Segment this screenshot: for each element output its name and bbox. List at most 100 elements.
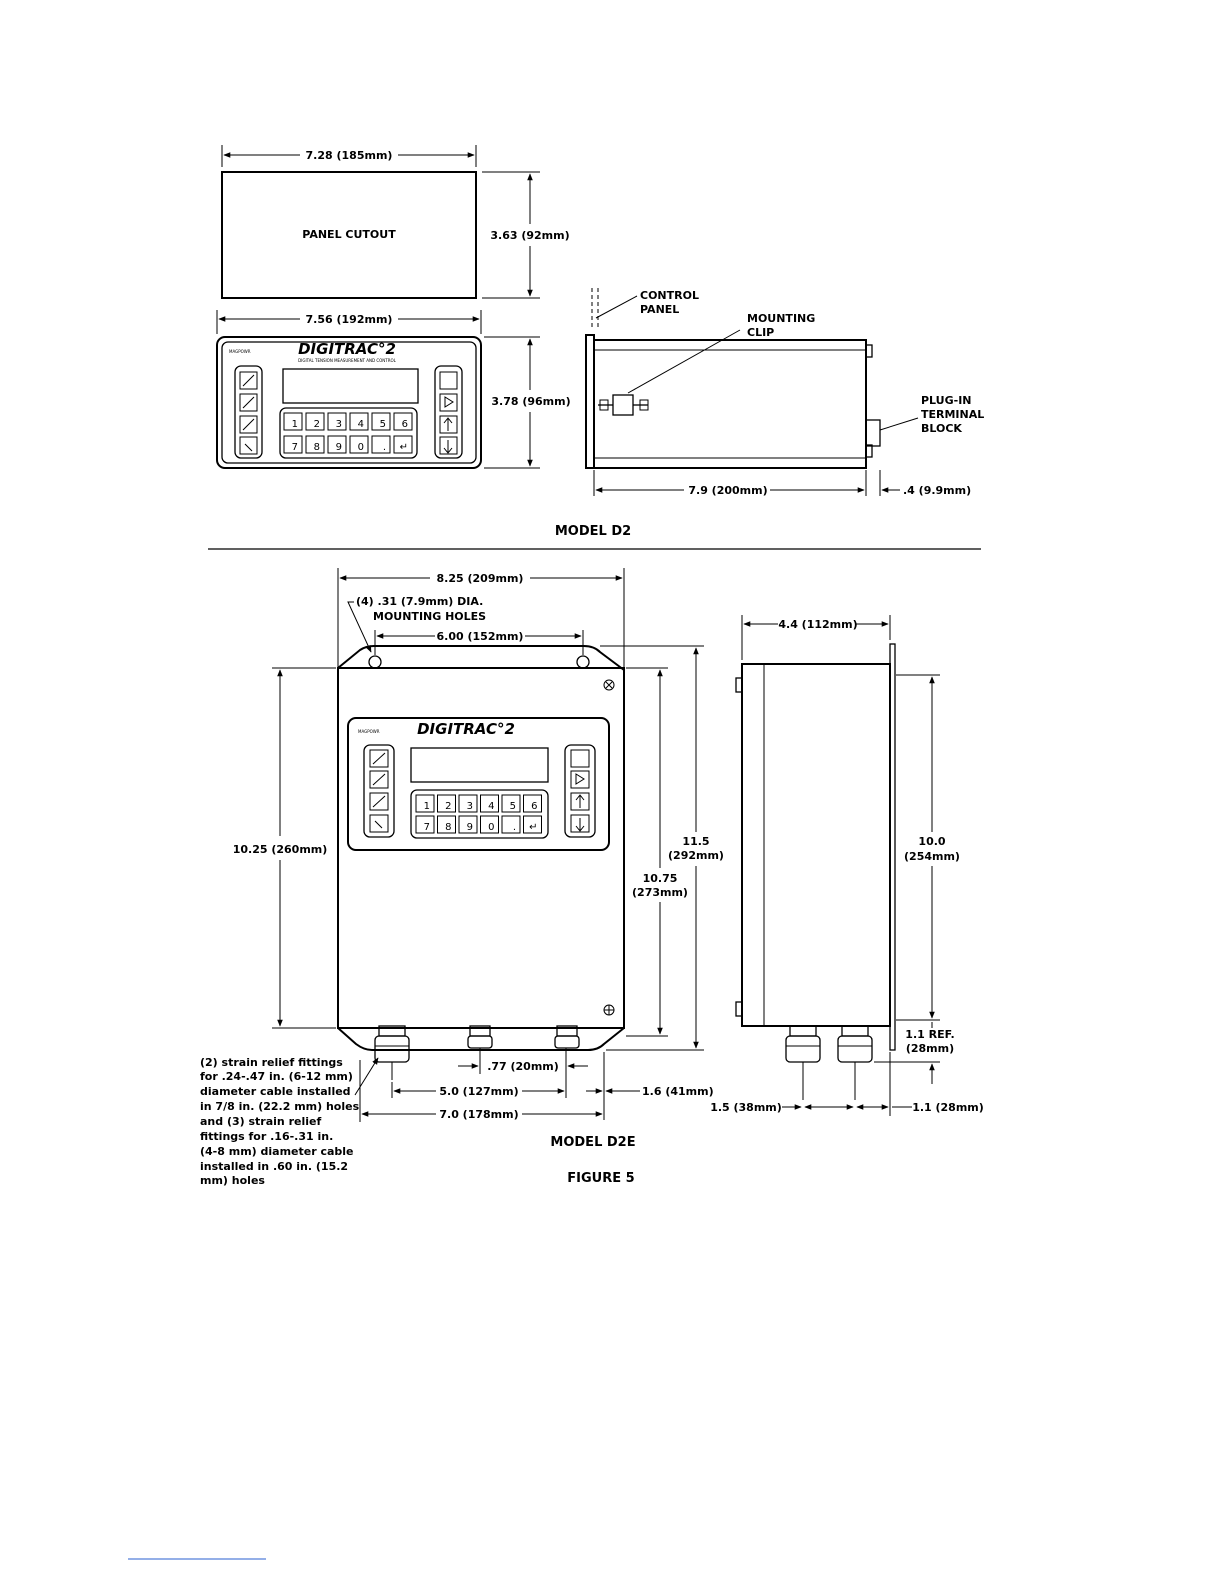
ref-dim-2: (28mm) <box>906 1042 954 1055</box>
d2-key-left-4 <box>239 436 258 455</box>
d2e-key-right-1 <box>570 749 590 768</box>
d2e-row1-key-label-6: 6 <box>531 801 537 812</box>
d2-row2-key-label-5: . <box>383 442 386 453</box>
d2e-row1-key-label-5: 5 <box>510 801 516 812</box>
d2-key-left-1 <box>239 371 258 390</box>
d2e-row1-key-3 <box>458 794 478 813</box>
mounting-clip-label-1: MOUNTING <box>747 312 815 325</box>
strain-relief-note: (2) strain relief fittings for .24-.47 i… <box>200 1056 360 1187</box>
strain-note-line-2: for .24-.47 in. (6-12 mm) <box>200 1070 353 1083</box>
d2e-row1-key-2 <box>437 794 456 813</box>
panel-cutout-width-label: 7.28 (185mm) <box>306 149 393 162</box>
fitting-3 <box>554 1025 580 1049</box>
d2e-key-right-2 <box>570 770 590 789</box>
d2-row1-key-label-5: 5 <box>380 419 386 430</box>
d2-key-right-1 <box>439 371 458 390</box>
d2-row2-key-label-6: ↵ <box>400 442 408 453</box>
panel-cutout-label: PANEL CUTOUT <box>302 228 396 241</box>
d2-row2-key-label-4: 0 <box>358 442 364 453</box>
figure-label: FIGURE 5 <box>567 1171 634 1186</box>
d2e-row2-key-label-1: 7 <box>424 822 430 833</box>
plugin-terminal <box>865 419 881 447</box>
d2-row1-key-label-4: 4 <box>358 419 364 430</box>
d2e-row1-key-5 <box>501 794 521 813</box>
d2-row1-key-5 <box>371 412 391 431</box>
d2e-enclosure-body <box>337 667 625 1029</box>
plugin-label-2: TERMINAL <box>921 408 984 421</box>
d2-row1-key-6 <box>393 412 413 431</box>
d2e-row1-key-label-3: 3 <box>467 801 473 812</box>
d2e-row2-key-4 <box>480 815 499 834</box>
side-right-dim: 1.1 (28mm) <box>912 1101 984 1114</box>
d2e-row2-key-label-3: 9 <box>467 822 473 833</box>
terminal-depth-label: .4 (9.9mm) <box>903 484 971 497</box>
d2e-brand: DIGITRAC°2 <box>417 720 515 738</box>
overall-width-label: 8.25 (209mm) <box>437 572 524 585</box>
d2-logo: MAGPOWR <box>229 349 251 354</box>
d2e-row2-key-6 <box>523 815 542 834</box>
strain-note-line-9: mm) holes <box>200 1174 265 1187</box>
fitting-1 <box>374 1025 410 1080</box>
d2-brand: DIGITRAC°2 <box>298 340 396 358</box>
panel-cutout-height-label: 3.63 (92mm) <box>490 229 569 242</box>
model-d2-group: 7.28 (185mm) PANEL CUTOUT 3.63 (92mm) 7.… <box>216 145 984 539</box>
d2e-logo: MAGPOWR <box>358 729 380 734</box>
d2e-row2-key-3 <box>458 815 478 834</box>
plugin-label-3: BLOCK <box>921 422 962 435</box>
side-depth-label: 4.4 (112mm) <box>778 618 857 631</box>
d2-key-left-2 <box>239 393 258 412</box>
d2-key-right-2 <box>439 393 458 412</box>
d2-row1-key-label-1: 1 <box>292 419 298 430</box>
holes-note-2: MOUNTING HOLES <box>373 610 486 623</box>
mounting-clip <box>612 394 634 416</box>
d2e-row2-key-label-4: 0 <box>488 822 494 833</box>
fitting-2 <box>467 1025 493 1049</box>
d2-row2-key-label-2: 8 <box>314 442 320 453</box>
d2e-row2-key-1 <box>415 815 435 834</box>
d2-row1-key-1 <box>283 412 303 431</box>
side-left-dim: 1.5 (38mm) <box>710 1101 782 1114</box>
mounting-hole-tr <box>576 655 590 669</box>
d2e-key-left-3 <box>369 792 389 811</box>
d2-row2-key-6 <box>393 435 413 454</box>
model-d2e-group: 8.25 (209mm) (4) .31 (7.9mm) DIA. MOUNTI… <box>200 568 984 1187</box>
d2-key-right-4 <box>439 436 458 455</box>
d2-row1-key-2 <box>305 412 325 431</box>
d2-row2-key-5 <box>371 435 391 454</box>
screw-top <box>603 679 615 691</box>
d2-key-right-3 <box>439 415 458 434</box>
d2e-row1-key-4 <box>480 794 499 813</box>
control-panel-label-1: CONTROL <box>640 289 699 302</box>
depth-label: 7.9 (200mm) <box>688 484 767 497</box>
d2-row2-key-1 <box>283 435 303 454</box>
strain-note-line-4: in 7/8 in. (22.2 mm) holes <box>200 1100 360 1113</box>
d2e-row2-key-2 <box>437 815 456 834</box>
d2-display <box>282 368 419 404</box>
d2e-row2-key-label-2: 8 <box>445 822 451 833</box>
strain-note-line-7: (4-8 mm) diameter cable <box>200 1145 354 1158</box>
d2e-row1-key-label-1: 1 <box>424 801 430 812</box>
d2e-key-left-2 <box>369 770 389 789</box>
base-width-label: 7.0 (178mm) <box>439 1108 518 1121</box>
height-inner-2: (273mm) <box>632 886 688 899</box>
d2-row2-key-label-1: 7 <box>292 442 298 453</box>
holes-note-1: (4) .31 (7.9mm) DIA. <box>356 595 483 608</box>
panel-cutout-rect <box>221 171 477 299</box>
mounting-hole-tl <box>368 655 382 669</box>
d2-side-view: CONTROL PANEL MOUNTING CLIP PLUG-IN TERM… <box>585 288 984 469</box>
d2e-row1-key-1 <box>415 794 435 813</box>
strain-note-line-6: fittings for .16-.31 in. <box>200 1130 333 1143</box>
control-panel-label-2: PANEL <box>640 303 679 316</box>
height-outer-1: 11.5 <box>682 835 709 848</box>
d2e-key-left-4 <box>369 814 389 833</box>
d2e-side-view <box>735 643 896 1100</box>
d2e-row2-key-label-5: . <box>513 822 516 833</box>
ref-dim-1: 1.1 REF. <box>905 1028 954 1041</box>
d2e-keypad-row2: 7 8 9 0. ↵ <box>415 815 542 834</box>
d2-row1-key-4 <box>349 412 369 431</box>
d2-row1-key-label-6: 6 <box>402 419 408 430</box>
d2e-row2-key-label-6: ↵ <box>529 822 537 833</box>
